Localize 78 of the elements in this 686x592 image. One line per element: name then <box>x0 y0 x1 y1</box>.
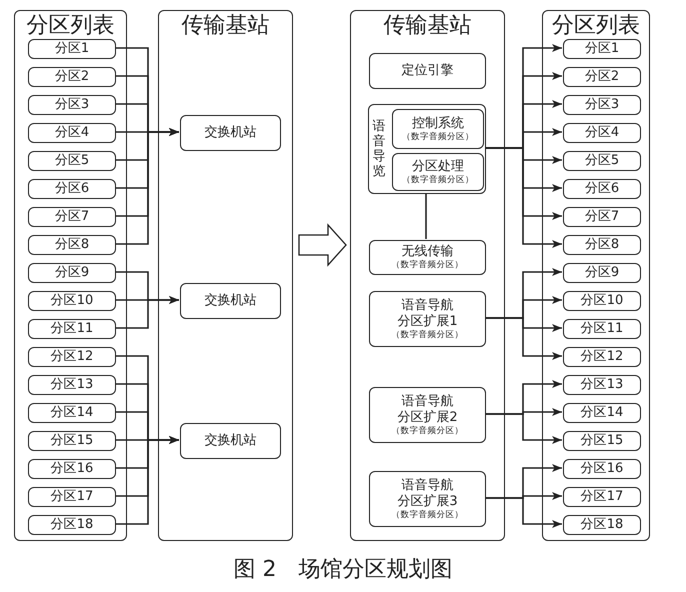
process-box: 交换机站 <box>180 283 281 319</box>
process-box: 交换机站 <box>180 423 281 459</box>
box-title: 分区处理 <box>412 158 464 174</box>
partition-box: 分区10 <box>28 291 116 311</box>
process-box <box>369 240 486 275</box>
process-box <box>392 109 484 149</box>
partition-box: 分区6 <box>28 179 116 199</box>
group-box <box>368 104 486 194</box>
partition-box: 分区3 <box>563 95 641 115</box>
partition-box: 分区8 <box>563 235 641 255</box>
partition-box: 分区15 <box>28 431 116 451</box>
partition-box: 分区5 <box>28 151 116 171</box>
partition-box: 分区4 <box>28 123 116 143</box>
partition-box: 分区17 <box>28 487 116 507</box>
partition-box: 分区9 <box>563 263 641 283</box>
box-title: 无线传输 <box>402 244 454 260</box>
panel-title: 分区列表 <box>26 13 116 39</box>
partition-box: 分区2 <box>563 67 641 87</box>
partition-box: 分区16 <box>563 459 641 479</box>
partition-box: 分区7 <box>563 207 641 227</box>
partition-box: 分区18 <box>28 515 116 535</box>
box-title: 语音导航分区扩展2 <box>396 394 459 426</box>
box-subtitle: （数字音频分区） <box>402 132 474 142</box>
partition-box: 分区15 <box>563 431 641 451</box>
partition-box: 分区6 <box>563 179 641 199</box>
panel <box>350 10 505 541</box>
panel <box>14 10 127 541</box>
partition-box: 分区18 <box>563 515 641 535</box>
figure-caption: 图 2 场馆分区规划图 <box>232 556 454 584</box>
box-subtitle: （数字音频分区） <box>392 330 464 340</box>
group-label: 语音导览 <box>372 119 386 179</box>
panel <box>542 10 650 541</box>
partition-box: 分区12 <box>563 347 641 367</box>
connector-arrow <box>485 413 562 444</box>
connector-arrow <box>115 128 179 245</box>
connector-line <box>425 193 427 239</box>
partition-box: 分区4 <box>563 123 641 143</box>
box-subtitle: （数字音频分区） <box>392 510 464 520</box>
connector-arrow <box>115 436 179 525</box>
partition-box: 分区1 <box>28 39 116 59</box>
process-box <box>369 291 486 347</box>
process-box: 交换机站 <box>180 115 281 151</box>
connector-arrow <box>485 147 562 248</box>
partition-box: 分区1 <box>563 39 641 59</box>
box-subtitle: （数字音频分区） <box>402 174 474 186</box>
partition-box: 分区12 <box>28 347 116 367</box>
partition-box: 分区11 <box>563 319 641 339</box>
partition-box: 分区14 <box>563 403 641 423</box>
partition-box: 分区16 <box>28 459 116 479</box>
partition-box: 分区10 <box>563 291 641 311</box>
partition-box: 分区14 <box>28 403 116 423</box>
partition-box: 分区13 <box>563 375 641 395</box>
process-box <box>392 153 484 191</box>
partition-box: 分区2 <box>28 67 116 87</box>
box-title: 语音导航分区扩展1 <box>396 298 459 330</box>
connector-arrow <box>485 497 562 528</box>
connector-arrow <box>485 317 562 360</box>
process-box <box>369 387 486 443</box>
partition-box: 分区9 <box>28 263 116 283</box>
panel-title: 传输基站 <box>382 13 472 39</box>
process-box: 定位引擎 <box>369 53 486 89</box>
partition-box: 分区7 <box>28 207 116 227</box>
box-title: 语音导航分区扩展3 <box>396 478 459 510</box>
box-title: 控制系统 <box>412 116 464 132</box>
partition-box: 分区11 <box>28 319 116 339</box>
partition-box: 分区3 <box>28 95 116 115</box>
block-arrow <box>298 223 347 267</box>
box-subtitle: （数字音频分区） <box>392 426 464 436</box>
panel-title: 传输基站 <box>180 13 270 39</box>
partition-box: 分区8 <box>28 235 116 255</box>
box-subtitle: （数字音频分区） <box>392 260 464 271</box>
partition-box: 分区5 <box>563 151 641 171</box>
panel-title: 分区列表 <box>551 13 641 39</box>
process-box <box>369 471 486 527</box>
partition-box: 分区17 <box>563 487 641 507</box>
partition-box: 分区13 <box>28 375 116 395</box>
panel <box>158 10 293 541</box>
connector-arrow <box>115 296 179 329</box>
